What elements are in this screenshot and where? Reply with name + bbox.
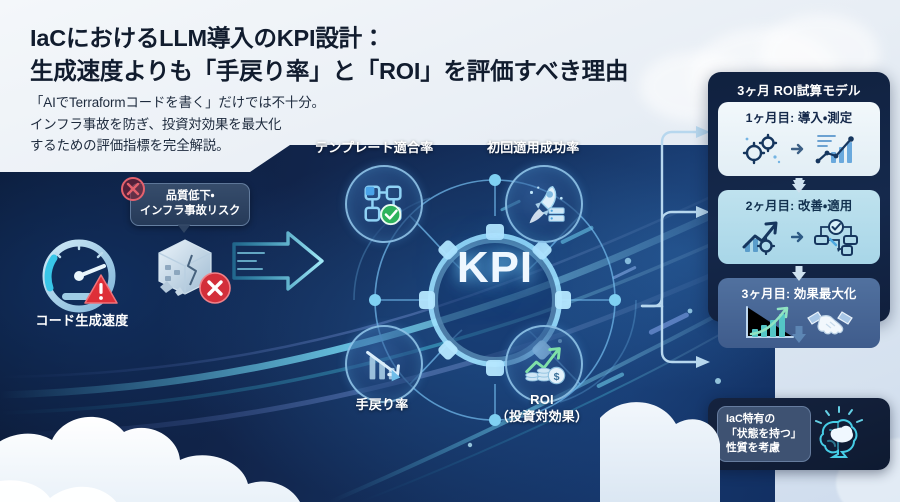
risk-badge-line-1: 品質低下・ — [165, 190, 215, 202]
risk-callout-badge: 品質低下・ インフラ事故リスク — [130, 183, 251, 234]
footer-note-line-3: 性質を考慮 — [726, 442, 780, 455]
roi-label-line-2: （投資対効果） — [495, 408, 589, 424]
handshake-icon — [807, 311, 853, 335]
bar-growth-chart-icon — [746, 306, 794, 338]
risk-badge-line-2: インフラ事故リスク — [140, 205, 241, 218]
roi-label-line-1: ROI — [530, 392, 554, 407]
kpi-node-template[interactable] — [345, 165, 423, 243]
declining-bar-chart-icon — [345, 325, 423, 403]
circle-x-icon — [199, 272, 231, 304]
foreground-cloud-right — [600, 402, 720, 502]
gears-icon — [742, 133, 781, 165]
roi-panel-title: 3ヶ月 ROI試算モデル — [737, 84, 861, 98]
roi-connector-arrows — [640, 126, 710, 368]
roi-card-month2[interactable]: 2ヶ月目: 改善・適用 — [718, 190, 880, 264]
kpi-node-label-first-apply: 初回適用成功率 — [487, 140, 580, 155]
kpi-node-label-rework: 手戻り率 — [355, 397, 409, 412]
header: IaCにおけるLLM導入のKPI設計： 生成速度よりも「手戻り率」と「ROI」を… — [0, 0, 900, 172]
footer-note-line-1: IaC特有の — [726, 412, 776, 425]
roi-card-label-month1: 1ヶ月目: 導入・測定 — [745, 111, 853, 125]
title-line-2: 生成速度よりも「手戻り率」と「ROI」を評価すべき理由 — [30, 58, 629, 85]
svg-text:$: $ — [554, 371, 560, 383]
coins-growth-arrow-icon: $ — [505, 325, 583, 403]
page-subtitle: 「AIでTerraformコードを書く」だけでは不十分。 インフラ事故を防ぎ、投… — [30, 92, 370, 157]
kpi-node-label-template: テンプレート適合率 — [315, 140, 434, 155]
subtitle-line-3: するための評価指標を完全解説。 — [30, 138, 230, 154]
chevron-down-icon — [792, 178, 806, 193]
subtitle-line-1: 「AIでTerraformコードを書く」だけでは不十分。 — [30, 95, 325, 110]
kpi-node-label-roi: ROI （投資対効果） — [474, 392, 610, 426]
rocket-server-icon — [505, 165, 583, 243]
arrow-right-icon — [791, 143, 804, 155]
arrow-right-icon — [791, 231, 804, 243]
cracked-cube-icon — [158, 239, 212, 296]
kpi-node-rework[interactable] — [345, 325, 423, 403]
footer-note-bubble: IaC特有の 「状態を持つ」 性質を考慮 — [717, 405, 811, 463]
template-blocks-check-icon — [345, 165, 423, 243]
brain-cloud-icon — [814, 406, 863, 458]
roi-model-panel: 3ヶ月 ROI試算モデル 1ヶ月目: 導入・測定 — [708, 72, 890, 348]
speed-metric-label: コード生成速度 — [35, 313, 129, 328]
title-line-1: IaCにおけるLLM導入のKPI設計： — [30, 25, 386, 51]
subtitle-line-2: インフラ事故を防ぎ、投資対効果を最大化 — [30, 116, 282, 132]
chevron-down-icon — [792, 326, 806, 343]
page-title: IaCにおけるLLM導入のKPI設計： 生成速度よりも「手戻り率」と「ROI」を… — [30, 22, 670, 89]
kpi-node-first-apply[interactable] — [505, 165, 583, 243]
workflow-check-icon — [814, 219, 858, 256]
footer-note-line-2: 「状態を持つ」 — [726, 427, 802, 440]
warning-triangle-icon — [84, 274, 118, 304]
roi-footer-note: IaC特有の 「状態を持つ」 性質を考慮 — [708, 398, 890, 470]
kpi-center-label: KPI — [456, 243, 534, 292]
roi-card-month1[interactable]: 1ヶ月目: 導入・測定 — [718, 102, 880, 176]
roi-card-label-month2: 2ヶ月目: 改善・適用 — [745, 199, 853, 213]
roi-card-month3[interactable]: 3ヶ月目: 効果最大化 — [718, 278, 880, 348]
growth-arrow-gear-icon — [742, 221, 778, 255]
circle-x-icon — [120, 176, 146, 202]
foreground-cloud-left — [0, 416, 300, 502]
kpi-node-roi[interactable]: $ — [505, 325, 583, 403]
analytics-chart-icon — [815, 135, 854, 164]
double-chevron-arrow-icon — [232, 231, 324, 291]
chevron-down-icon — [792, 266, 806, 281]
roi-card-label-month3: 3ヶ月目: 効果最大化 — [741, 287, 857, 301]
